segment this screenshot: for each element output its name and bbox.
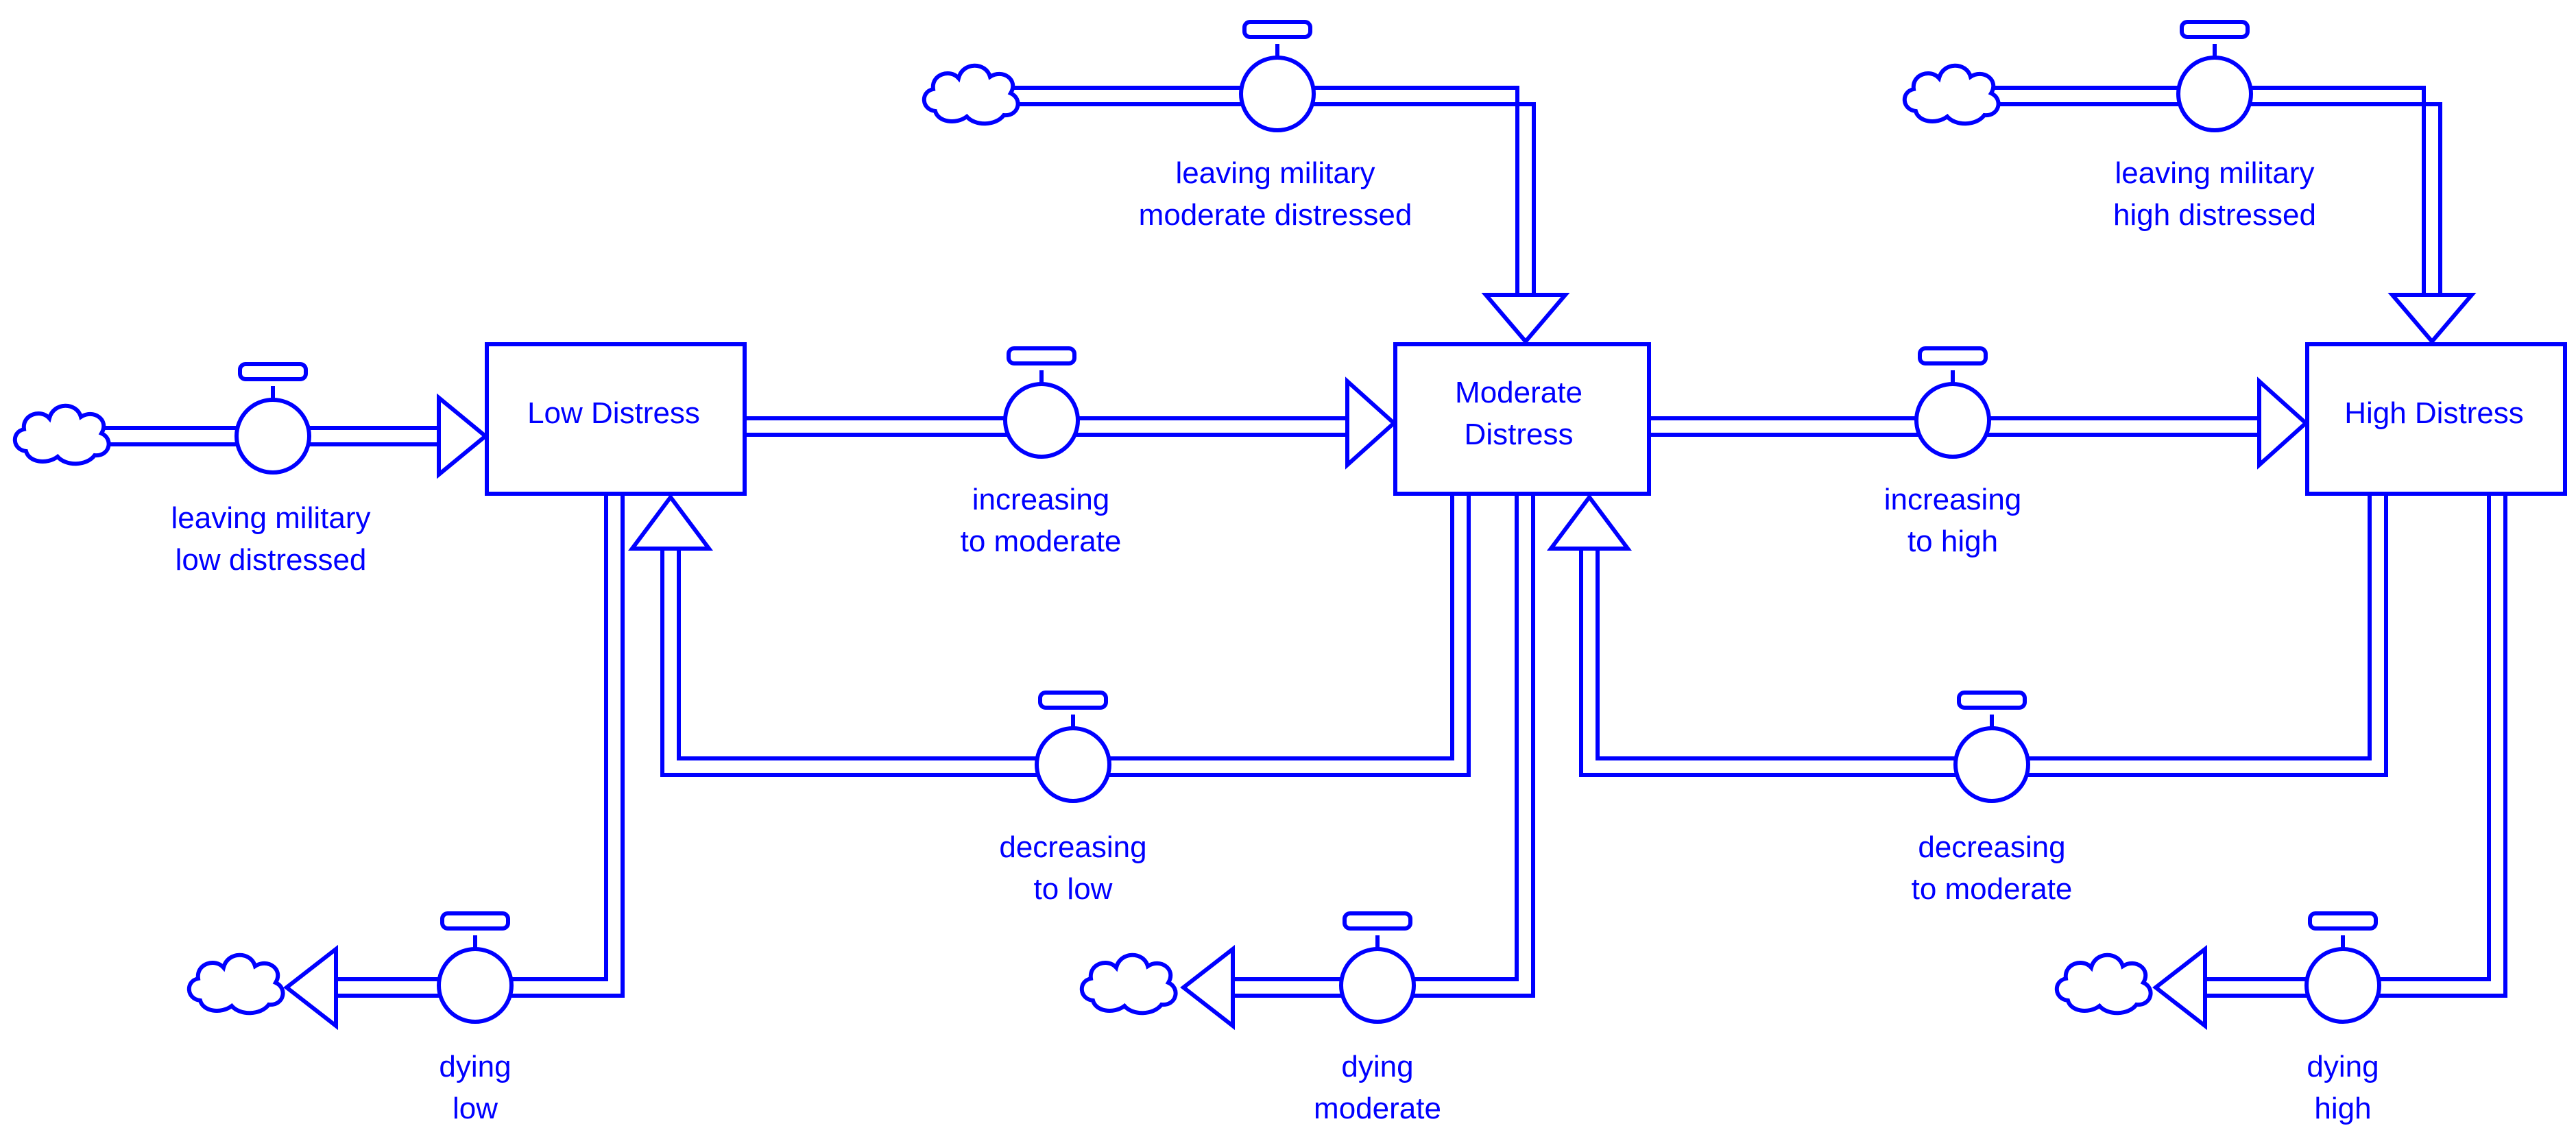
stock-moderate-label-line1: Moderate xyxy=(1455,376,1582,409)
cloud-icon xyxy=(2054,952,2153,1016)
arrowhead-up-moderate xyxy=(1547,493,1632,551)
flow-label: to moderate xyxy=(1912,872,2073,906)
valve-icon[interactable] xyxy=(1035,691,1111,803)
stock-high-label: High Distress xyxy=(2344,396,2524,430)
valve-icon[interactable] xyxy=(1003,346,1080,459)
arrowhead-down-moderate xyxy=(1481,293,1570,345)
flow-arrowheads xyxy=(283,293,2477,1031)
flow-label: moderate xyxy=(1314,1092,1441,1125)
flow-label: increasing xyxy=(972,483,1110,516)
valve-icon[interactable] xyxy=(234,362,311,475)
flow-label: to moderate xyxy=(961,525,1122,558)
cloud-icon xyxy=(12,403,111,466)
arrowhead-dying-moderate xyxy=(1180,944,1235,1031)
cloud-icon xyxy=(922,63,1020,126)
stock-low-distress[interactable] xyxy=(485,342,747,496)
flow-label: to low xyxy=(1034,872,1113,906)
arrowhead-dying-low xyxy=(283,944,338,1031)
flow-label: leaving military xyxy=(1176,156,1375,190)
stock-low-label: Low Distress xyxy=(527,396,700,430)
flow-label: decreasing xyxy=(1918,830,2065,864)
arrowhead-into-low xyxy=(437,393,489,479)
flow-label: dying xyxy=(1341,1050,1413,1083)
arrowhead-into-moderate xyxy=(1345,376,1397,470)
flow-label: dying xyxy=(2307,1050,2379,1083)
flow-label: high distressed xyxy=(2113,198,2316,232)
arrowhead-dying-high xyxy=(2152,944,2207,1031)
cloud-icon xyxy=(186,952,285,1016)
flow-label: high xyxy=(2314,1092,2371,1125)
arrowhead-down-high xyxy=(2387,293,2477,345)
flow-label: decreasing xyxy=(999,830,1146,864)
valve-icon[interactable] xyxy=(437,911,514,1024)
flow-label: low xyxy=(453,1092,498,1125)
valve-icon[interactable] xyxy=(2176,20,2253,132)
valve-icon[interactable] xyxy=(1339,911,1416,1024)
arrowhead-up-low xyxy=(628,493,713,551)
flow-label: dying xyxy=(439,1050,511,1083)
flow-label: leaving military xyxy=(171,501,371,535)
valve-icon[interactable] xyxy=(1914,346,1991,459)
flow-label: low distressed xyxy=(176,543,367,577)
stock-high-distress[interactable] xyxy=(2305,342,2567,496)
stock-moderate-label-line2: Distress xyxy=(1465,418,1574,451)
arrowhead-into-high xyxy=(2257,376,2309,470)
flow-label: moderate distressed xyxy=(1139,198,1412,232)
flow-label: to high xyxy=(1907,525,1998,558)
stock-moderate-distress[interactable] xyxy=(1393,342,1651,496)
valve-icon[interactable] xyxy=(1239,20,1316,132)
valve-icon[interactable] xyxy=(1953,691,2030,803)
flow-label: increasing xyxy=(1884,483,2022,516)
cloud-icon xyxy=(1079,952,1178,1016)
valve-icon[interactable] xyxy=(2304,911,2381,1024)
cloud-icon xyxy=(1902,63,2001,126)
flow-label: leaving military xyxy=(2115,156,2315,190)
